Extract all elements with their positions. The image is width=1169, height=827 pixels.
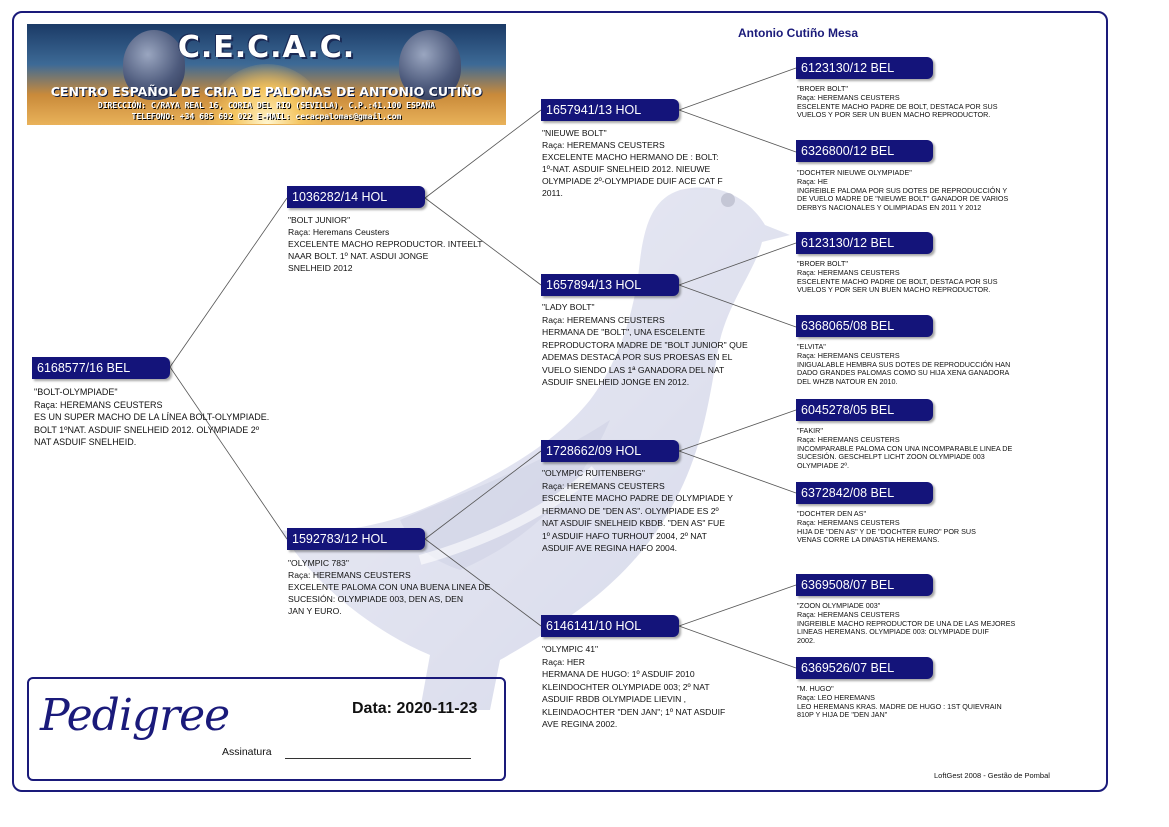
pigeon-info-sds: "BROER BOLT" Raça: HEREMANS CEUSTERS ESC… xyxy=(797,259,998,295)
pigeon-ring-dss[interactable]: 6045278/05 BEL xyxy=(796,399,933,421)
pigeon-head-icon xyxy=(123,30,185,100)
pigeon-info-dam-sire: "OLYMPIC RUITENBERG" Raça: HEREMANS CEUS… xyxy=(542,468,734,553)
pigeon-info-sire-sire: "NIEUWE BOLT" Raça: HEREMANS CEUSTERS EX… xyxy=(542,128,723,198)
pigeon-ring-sds[interactable]: 6123130/12 BEL xyxy=(796,232,933,254)
pigeon-ring-subject[interactable]: 6168577/16 BEL xyxy=(32,357,170,379)
pigeon-ring-sire[interactable]: 1036282/14 HOL xyxy=(287,186,425,208)
signature-label: Assinatura xyxy=(222,746,272,758)
header-banner: C.E.C.A.C. CENTRO ESPAÑOL DE CRIA DE PAL… xyxy=(27,24,506,125)
pigeon-info-sire: "BOLT JUNIOR" Raça: Heremans Ceusters EX… xyxy=(288,215,483,273)
pigeon-info-dam: "OLYMPIC 783" Raça: HEREMANS CEUSTERS EX… xyxy=(288,558,491,616)
pigeon-info-dam-dam: "OLYMPIC 41" Raça: HER HERMANA DE HUGO: … xyxy=(542,644,726,729)
banner-subtitle: CENTRO ESPAÑOL DE CRIA DE PALOMAS DE ANT… xyxy=(50,84,483,99)
pigeon-info-dds: "ZOON OLYMPIADE 003" Raça: HEREMANS CEUS… xyxy=(797,601,1016,646)
pigeon-ring-dam-sire[interactable]: 1728662/09 HOL xyxy=(541,440,679,462)
banner-contact: TELEFONO: +34 685 692 022 E-MAIL: cecacp… xyxy=(131,112,402,121)
pigeon-info-dss: "FAKIR" Raça: HEREMANS CEUSTERS INCOMPAR… xyxy=(797,426,1013,471)
pigeon-ring-dam-dam[interactable]: 6146141/10 HOL xyxy=(541,615,679,637)
pigeon-ring-dsd[interactable]: 6372842/08 BEL xyxy=(796,482,933,504)
pedigree-logo: Pedigree xyxy=(40,690,230,741)
software-credit: LoftGest 2008 - Gestão de Pombal xyxy=(934,771,1050,780)
pigeon-info-sss: "BROER BOLT" Raça: HEREMANS CEUSTERS ESC… xyxy=(797,84,998,120)
pigeon-ring-sdd[interactable]: 6368065/08 BEL xyxy=(796,315,933,337)
pigeon-ring-dam[interactable]: 1592783/12 HOL xyxy=(287,528,425,550)
signature-line[interactable] xyxy=(285,758,471,759)
footer-box xyxy=(27,677,506,781)
pigeon-info-dsd: "DOCHTER DEN AS" Raça: HEREMANS CEUSTERS… xyxy=(797,509,976,545)
pigeon-ring-sss[interactable]: 6123130/12 BEL xyxy=(796,57,933,79)
owner-name: Antonio Cutiño Mesa xyxy=(738,26,858,40)
pigeon-info-sdd: "ELVITA" Raça: HEREMANS CEUSTERS INIGUAL… xyxy=(797,342,1011,387)
pigeon-head-icon xyxy=(399,30,461,100)
pigeon-ring-ssd[interactable]: 6326800/12 BEL xyxy=(796,140,933,162)
banner-title: C.E.C.A.C. xyxy=(177,30,356,65)
pigeon-info-ddd: "M. HUGO" Raça: LEO HEREMANS LEO HEREMAN… xyxy=(797,684,1002,720)
page-frame xyxy=(12,11,1108,792)
pigeon-info-subject: "BOLT-OLYMPIADE" Raça: HEREMANS CEUSTERS… xyxy=(34,387,270,447)
pigeon-ring-ddd[interactable]: 6369526/07 BEL xyxy=(796,657,933,679)
pigeon-ring-sire-sire[interactable]: 1657941/13 HOL xyxy=(541,99,679,121)
pigeon-info-sire-dam: "LADY BOLT" Raça: HEREMANS CEUSTERS HERM… xyxy=(542,302,748,387)
date-label: Data: 2020-11-23 xyxy=(352,700,478,717)
pigeon-ring-sire-dam[interactable]: 1657894/13 HOL xyxy=(541,274,679,296)
pigeon-ring-dds[interactable]: 6369508/07 BEL xyxy=(796,574,933,596)
banner-address: DIRECCIÓN: C/RAYA REAL 16, CORIA DEL RIO… xyxy=(97,101,436,110)
pigeon-info-ssd: "DOCHTER NIEUWE OLYMPIADE" Raça: HE INGR… xyxy=(797,168,1009,213)
